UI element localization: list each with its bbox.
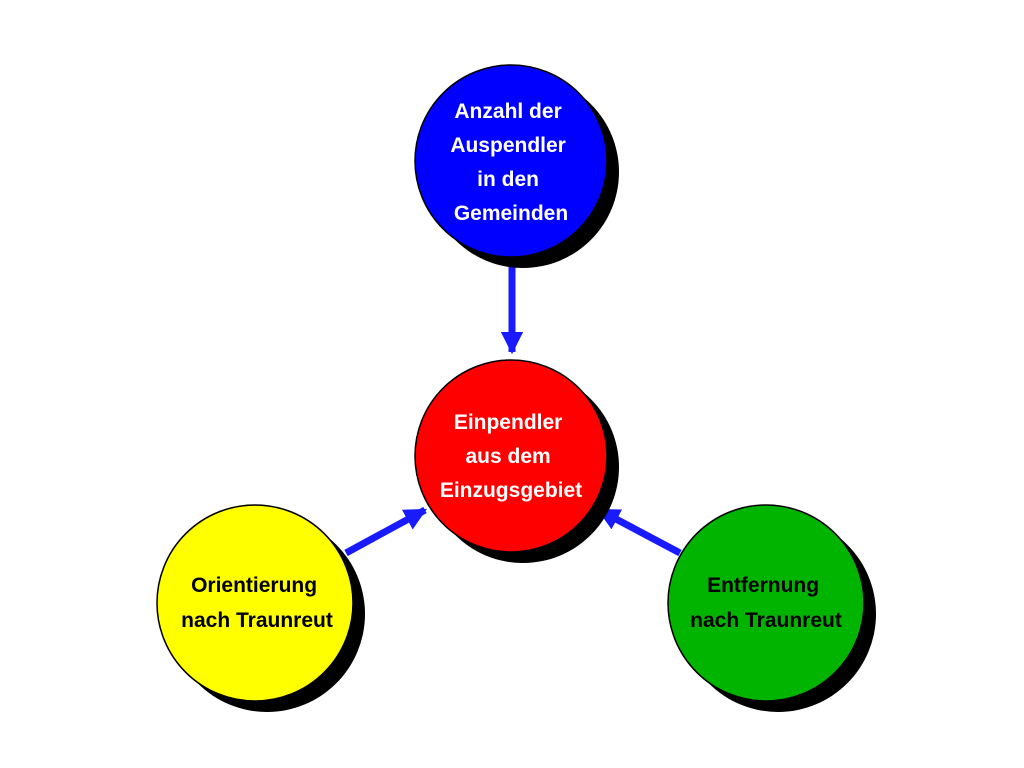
node-top-line-1: Anzahl der [454, 100, 561, 123]
node-top-line-3: in den [477, 168, 539, 191]
node-top-label: Anzahl der Auspendler in den Gemeinden [450, 100, 571, 225]
node-left-line-2: nach Traunreut [181, 609, 333, 632]
node-left-line-1: Orientierung [191, 574, 317, 597]
arrows [344, 262, 682, 557]
node-center-line-3: Einzugsgebiet [440, 479, 582, 502]
arrow-left-to-center [344, 506, 427, 557]
node-center: Einpendler aus dem Einzugsgebiet [414, 359, 619, 563]
node-left-circle [156, 504, 354, 702]
node-right-circle [667, 504, 865, 702]
node-top: Anzahl der Auspendler in den Gemeinden [414, 64, 619, 268]
node-top-circle [414, 64, 608, 258]
node-left: Orientierung nach Traunreut [156, 504, 365, 712]
node-right-line-2: nach Traunreut [690, 609, 842, 632]
node-top-line-2: Auspendler [450, 134, 566, 157]
node-left-label: Orientierung nach Traunreut [181, 574, 333, 632]
node-right: Entfernung nach Traunreut [667, 504, 876, 712]
arrow-right-to-center [597, 506, 682, 557]
node-right-label: Entfernung nach Traunreut [690, 574, 842, 632]
node-center-line-1: Einpendler [454, 411, 563, 434]
node-center-circle [414, 359, 608, 553]
node-center-line-2: aus dem [465, 445, 550, 468]
node-center-label: Einpendler aus dem Einzugsgebiet [440, 411, 582, 502]
node-right-line-1: Entfernung [707, 574, 819, 597]
node-top-line-4: Gemeinden [454, 202, 568, 225]
